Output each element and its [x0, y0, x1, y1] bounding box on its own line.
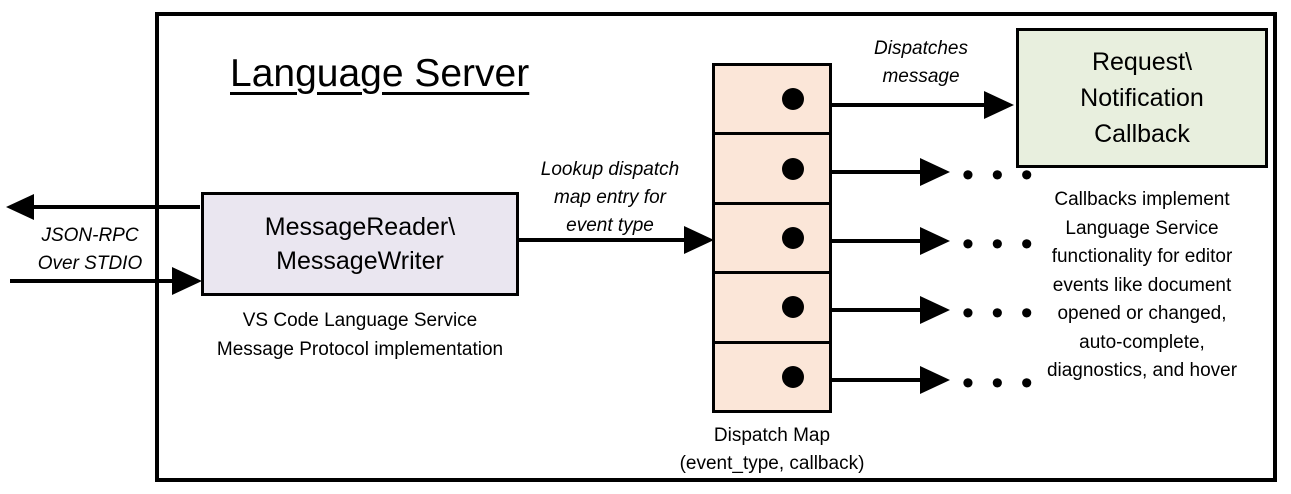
callback-caption-line6: auto-complete,: [1079, 331, 1205, 353]
dispatches-message-edge-label: Dispatches message: [828, 35, 1014, 91]
jsonrpc-edge-label: JSON-RPC Over STDIO: [20, 222, 160, 278]
jsonrpc-label-line2: Over STDIO: [37, 253, 143, 274]
ellipsis-row-3: • • •: [962, 225, 1037, 263]
message-reader-writer-block[interactable]: MessageReader\ MessageWriter: [201, 192, 519, 296]
callback-caption-line7: diagnostics, and hover: [1046, 360, 1238, 381]
reader-block-line2: MessageWriter: [276, 247, 444, 275]
request-notification-callback-block[interactable]: Request\ Notification Callback: [1016, 28, 1268, 168]
language-server-boundary: [155, 12, 1277, 482]
lookup-label-line2: map entry for: [554, 187, 666, 208]
reader-caption-line1: VS Code Language Service: [242, 310, 478, 331]
diagram-title: Language Server: [230, 52, 530, 95]
callback-caption-line1: Callbacks implement: [1054, 189, 1230, 210]
reader-block-line1: MessageReader\: [264, 213, 456, 241]
dispatches-label-line2: message: [882, 66, 960, 87]
lookup-dispatch-edge-label: Lookup dispatch map entry for event type: [512, 156, 708, 240]
entry-dot-icon: [782, 88, 804, 111]
dispatches-label-line1: Dispatches: [874, 38, 968, 59]
lookup-label-line1: Lookup dispatch: [540, 159, 680, 180]
entry-dot-icon: [782, 365, 804, 388]
message-reader-writer-caption: VS Code Language Service Message Protoco…: [201, 306, 519, 364]
callback-caption-line2: Language Service: [1065, 217, 1219, 239]
dispatch-caption-line1: Dispatch Map: [713, 425, 831, 446]
jsonrpc-label-line1: JSON-RPC: [41, 225, 139, 246]
entry-dot-icon: [782, 157, 804, 180]
callback-block-line3: Callback: [1094, 120, 1190, 148]
dispatch-map-caption: Dispatch Map (event_type, callback): [640, 422, 904, 478]
dispatch-map-row[interactable]: [715, 274, 829, 344]
dispatch-map-table[interactable]: [712, 63, 832, 413]
dispatch-caption-line2: (event_type, callback): [679, 453, 865, 474]
dispatch-map-row[interactable]: [715, 66, 829, 136]
callback-caption-line3: functionality for editor: [1051, 246, 1233, 267]
ellipsis-row-4: • • •: [962, 294, 1037, 332]
callback-block-line1: Request\: [1091, 48, 1193, 76]
dispatch-map-row[interactable]: [715, 135, 829, 205]
lookup-label-line3: event type: [566, 215, 654, 236]
callback-caption-line5: opened or changed,: [1057, 303, 1227, 324]
ellipsis-row-5: • • •: [962, 364, 1037, 402]
entry-dot-icon: [782, 227, 804, 250]
callback-block-line2: Notification: [1080, 84, 1204, 112]
callback-description: Callbacks implement Language Service fun…: [1006, 186, 1278, 386]
dispatch-map-row[interactable]: [715, 344, 829, 410]
callback-caption-line4: events like document: [1052, 274, 1232, 296]
entry-dot-icon: [782, 296, 804, 319]
reader-caption-line2: Message Protocol implementation: [216, 339, 504, 360]
dispatch-map-row[interactable]: [715, 205, 829, 275]
